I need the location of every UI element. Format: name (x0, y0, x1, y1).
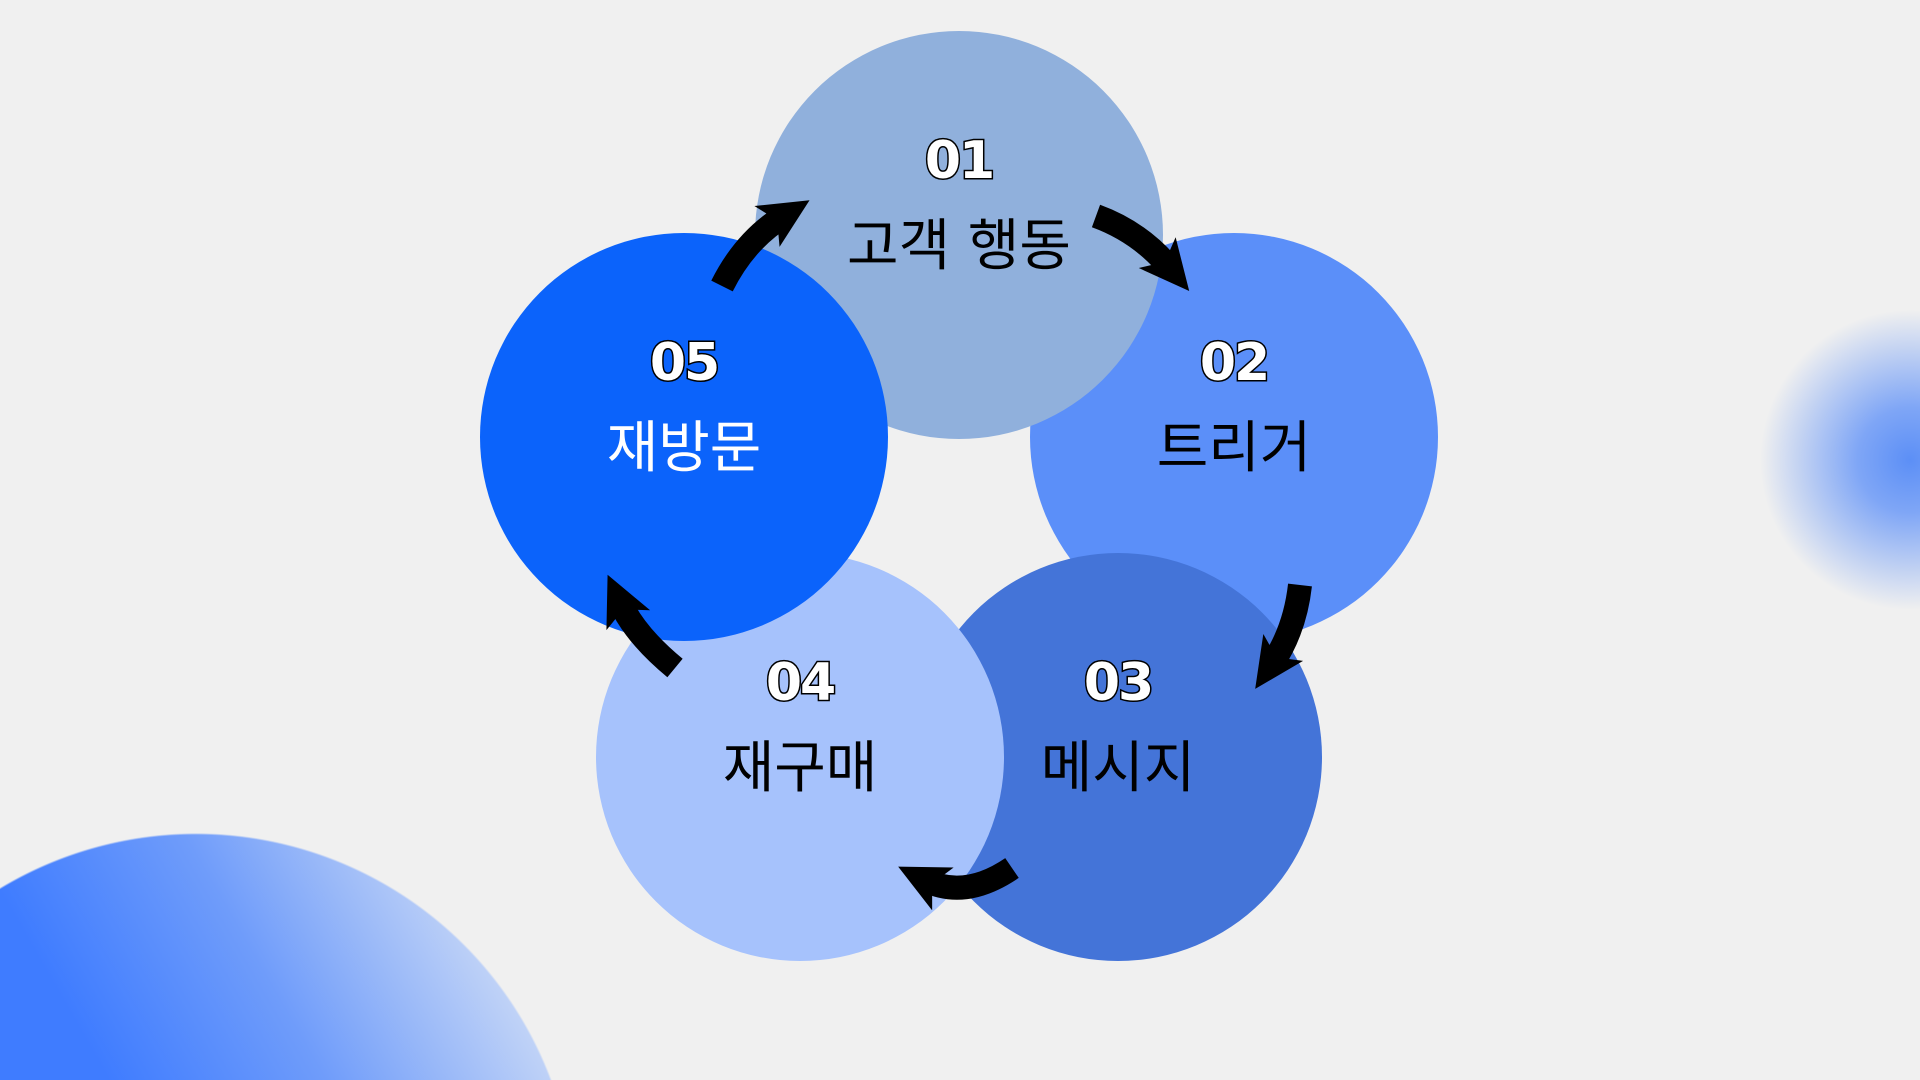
step-number: 03 (1082, 652, 1155, 715)
arrow-05-to-01-icon (711, 200, 810, 292)
step-05-circle: 05 재방문 (480, 233, 888, 641)
arrow-04-to-05-icon (606, 574, 683, 678)
step-number: 01 (923, 130, 996, 193)
step-label: 재방문 (606, 416, 762, 481)
step-label: 트리거 (1156, 416, 1312, 481)
decorative-gradient-circle (0, 832, 580, 1080)
step-label: 고객 행동 (847, 214, 1071, 279)
decorative-blur-blob (1720, 310, 1920, 610)
step-number: 02 (1198, 332, 1271, 395)
step-label: 재구매 (722, 736, 878, 801)
arrow-02-to-03-icon (1255, 583, 1312, 689)
step-label: 메시지 (1040, 736, 1196, 801)
step-number: 05 (648, 332, 721, 395)
arrow-01-to-02-icon (1091, 204, 1190, 292)
arrow-03-to-04-icon (898, 857, 1019, 911)
step-number: 04 (764, 652, 837, 715)
